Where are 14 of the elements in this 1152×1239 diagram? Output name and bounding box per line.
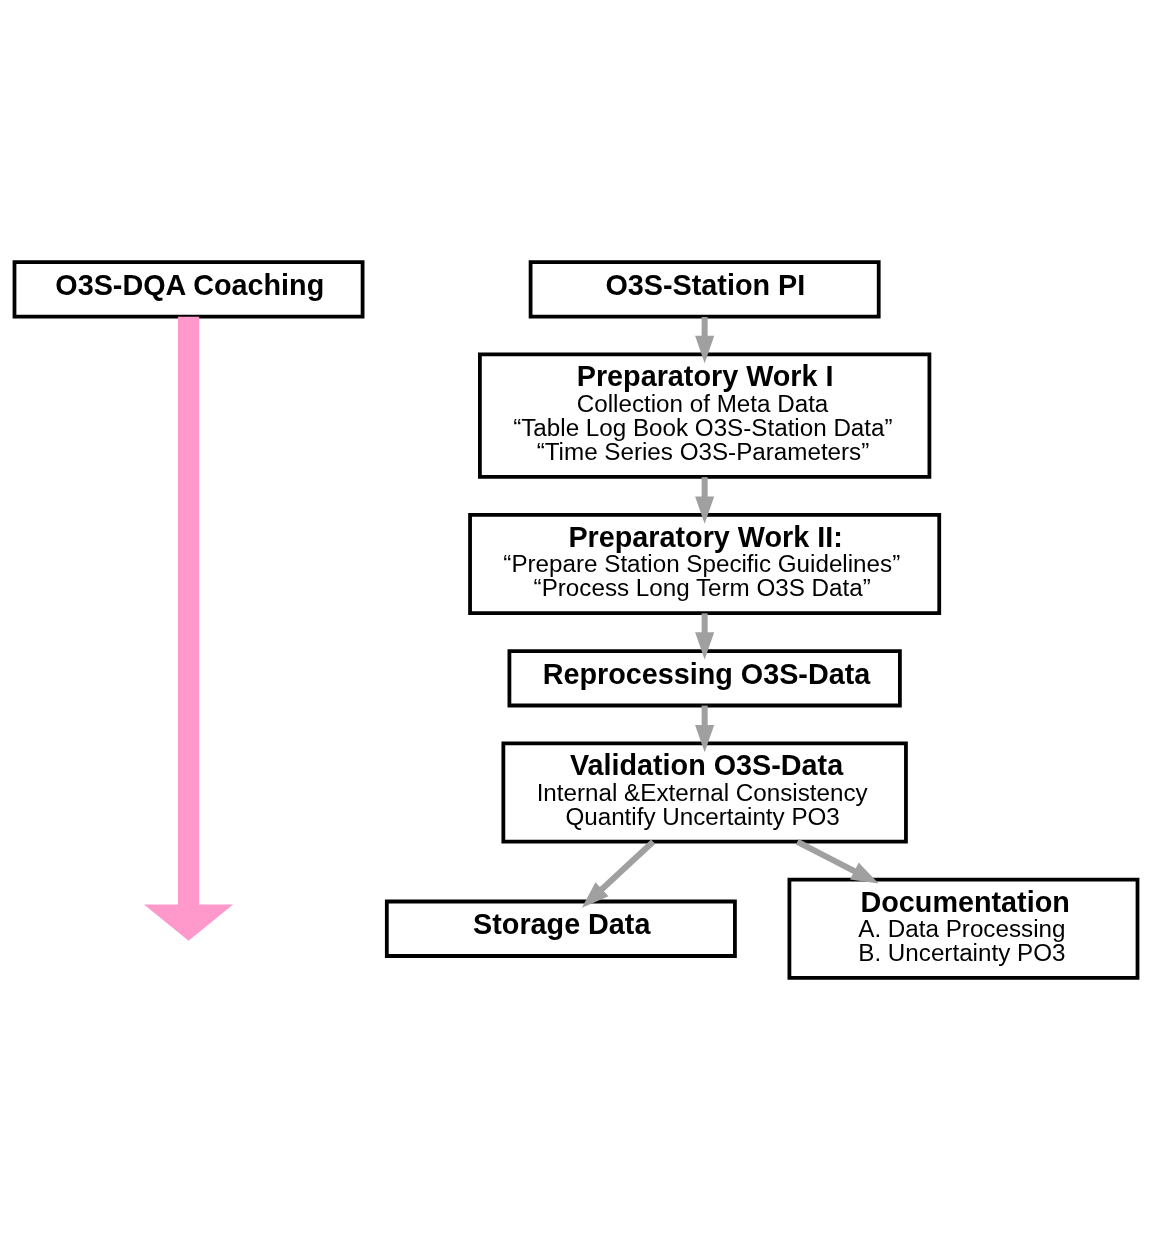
arrow [581, 839, 656, 908]
node-box: O3S-Station PI [528, 259, 881, 318]
node-box: Preparatory Work I Collection of Meta Data “Table Log Book O3S-Station Data” “Time Series O3S-Parameters” [478, 352, 932, 479]
node-box: Reprocessing O3S-Data [507, 648, 902, 707]
node-box: Storage Data [384, 899, 737, 958]
node-box: Documentation A. Data Processing B. Uncertainty PO3 [787, 877, 1140, 980]
node-box: O3S-DQA Coaching [12, 259, 365, 318]
arrow [695, 612, 715, 660]
arrow [144, 316, 234, 941]
arrow [695, 476, 715, 524]
node-box: Validation O3S-Data Internal &External Consistency Quantify Uncertainty PO3 [501, 740, 908, 844]
arrow [695, 705, 715, 752]
node-box: Preparatory Work II: “Prepare Station Specific Guidelines” “Process Long Term O3S Data” [468, 512, 942, 615]
arrow [695, 316, 715, 363]
